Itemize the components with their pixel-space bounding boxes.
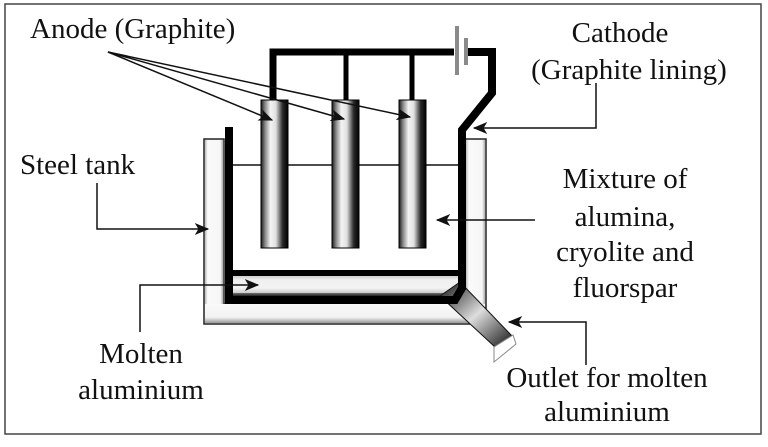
- diagram-frame: [4, 3, 762, 435]
- anode-rod: [260, 99, 289, 249]
- graphite-lining-cathode: [225, 48, 496, 304]
- mixture-label-line2: alumina,: [575, 201, 676, 233]
- anode-rod: [398, 99, 427, 249]
- outlet-label-line1: Outlet for molten: [506, 362, 708, 394]
- battery-icon: [455, 26, 468, 75]
- molten-label-line2: aluminium: [78, 374, 204, 406]
- circuit-wires: [269, 48, 454, 102]
- mixture-label-line3: cryolite and: [556, 236, 694, 268]
- molten-label-line1: Molten: [99, 338, 183, 370]
- anode-arrow: [107, 51, 346, 122]
- steel-tank-label: Steel tank: [20, 149, 136, 181]
- anode-label: Anode (Graphite): [30, 13, 235, 45]
- cathode-label-line2: (Graphite lining): [531, 54, 727, 86]
- cathode-arrow: [472, 83, 597, 134]
- outlet-arrow: [507, 316, 587, 365]
- cathode-label-line1: Cathode: [572, 17, 669, 49]
- outlet-label-line2: aluminium: [544, 396, 670, 428]
- pointer-arrows: [96, 51, 597, 365]
- anode-rods: [260, 99, 427, 249]
- steel-tank-arrow: [96, 183, 210, 235]
- anode-arrow: [107, 51, 412, 121]
- mixture-label-line1: Mixture of: [563, 163, 688, 195]
- anode-arrow: [107, 51, 274, 121]
- molten-aluminium-arrow: [139, 279, 260, 332]
- mixture-label-line4: fluorspar: [573, 272, 678, 304]
- anode-rod: [331, 99, 360, 249]
